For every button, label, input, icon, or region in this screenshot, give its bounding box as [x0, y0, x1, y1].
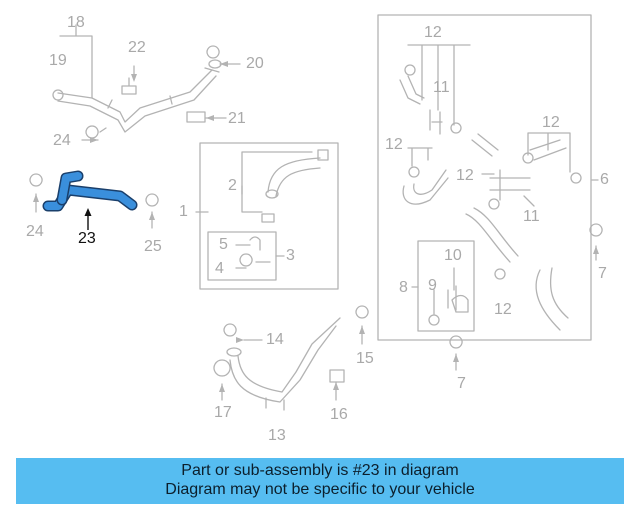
- callout-17: 17: [214, 404, 232, 421]
- clip-5: [249, 236, 261, 251]
- bracket-2: [241, 151, 313, 213]
- group-box-1: [199, 142, 339, 290]
- hose-2: [265, 157, 321, 199]
- hose-23-highlighted: [42, 170, 138, 212]
- hose-9-10: [428, 285, 469, 326]
- callout-5: 5: [219, 236, 228, 253]
- callout-8: 8: [399, 279, 408, 296]
- callout-25: 25: [144, 238, 162, 255]
- callout-7-right: 7: [598, 265, 607, 282]
- hose-right-12: [471, 133, 582, 184]
- callout-14: 14: [266, 331, 284, 348]
- clamp-14: [223, 323, 237, 337]
- clamp-7-top: [589, 223, 603, 237]
- hose-lower-right: [465, 207, 519, 263]
- bracket-12-top: [407, 44, 471, 126]
- banner-line-2: Diagram may not be specific to your vehi…: [165, 481, 475, 498]
- callout-11-top: 11: [433, 79, 450, 96]
- callout-12-top: 12: [424, 24, 442, 41]
- callout-24: 24: [26, 223, 44, 240]
- seal-4: [239, 253, 271, 267]
- group-box-6: [377, 14, 592, 341]
- callout-12-mid: 12: [456, 167, 474, 184]
- callout-18: 18: [67, 14, 85, 31]
- callout-19: 19: [49, 52, 67, 69]
- callout-12-bottom: 12: [494, 301, 512, 318]
- coolant-tube-18: [57, 59, 222, 133]
- callout-10: 10: [444, 247, 462, 264]
- info-banner: Part or sub-assembly is #23 in diagram D…: [16, 458, 624, 504]
- banner-line-1: Part or sub-assembly is #23 in diagram: [181, 462, 459, 479]
- callout-12-left: 12: [385, 136, 403, 153]
- hose-12-left: [402, 166, 449, 205]
- bolt-22: [121, 77, 137, 95]
- clamp-24: [29, 173, 43, 187]
- clamp-25: [145, 193, 159, 207]
- callout-20: 20: [246, 55, 264, 72]
- callout-6: 6: [600, 171, 609, 188]
- hose-12-bottom: [494, 267, 569, 331]
- coolant-tube-13: [226, 317, 341, 411]
- parts-diagram: [29, 14, 603, 411]
- bolt-16: [329, 369, 345, 383]
- callout-15: 15: [356, 350, 374, 367]
- callout-21: 21: [228, 110, 246, 127]
- clamp-15: [355, 305, 369, 319]
- clamp-19: [52, 89, 64, 101]
- leader-lines: [35, 63, 599, 401]
- clamp-2a: [317, 149, 329, 161]
- tee-fitting: [488, 169, 531, 210]
- clamp-24-top: [85, 125, 107, 139]
- callout-3: 3: [286, 247, 295, 264]
- bracket-12-left: [407, 147, 433, 167]
- clamp-7-bottom: [449, 335, 463, 349]
- bracket-18-19: [59, 24, 93, 99]
- pipe-11: [429, 109, 443, 135]
- callout-1: 1: [179, 203, 188, 220]
- bolt-21: [186, 111, 206, 123]
- callout-22: 22: [128, 39, 146, 56]
- clamp-20: [206, 45, 220, 59]
- callout-11-mid: 11: [523, 208, 540, 225]
- clamp-2b: [261, 213, 275, 223]
- clamp-12-right: [450, 122, 462, 134]
- callout-16: 16: [330, 406, 348, 423]
- bracket-12-right: [527, 132, 571, 173]
- group-box-8: [417, 240, 475, 332]
- callout-12-right: 12: [542, 114, 560, 131]
- hose-12-top: [399, 64, 425, 105]
- callout-7-bottom: 7: [457, 375, 466, 392]
- callout-9: 9: [428, 277, 437, 294]
- clamp-17: [213, 359, 231, 377]
- callout-24-top: 24: [53, 132, 71, 149]
- callout-2: 2: [228, 177, 237, 194]
- leader-23: [84, 208, 92, 230]
- callout-23: 23: [78, 230, 96, 247]
- leader-arrows: [33, 61, 599, 392]
- callout-13: 13: [268, 427, 286, 444]
- callout-4: 4: [215, 260, 224, 277]
